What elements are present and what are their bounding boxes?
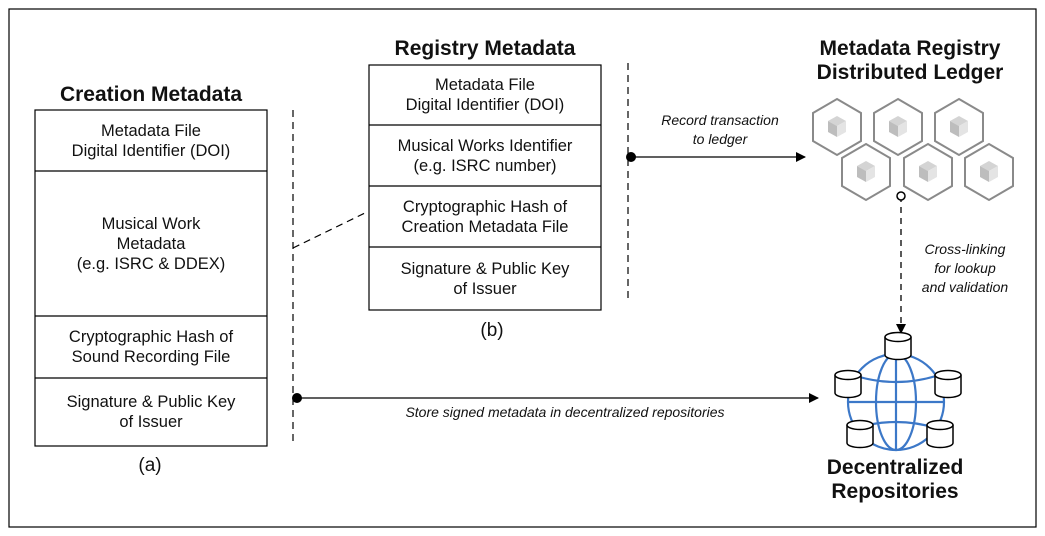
registry-row-doi: Metadata File Digital Identifier (DOI) <box>369 65 601 125</box>
repositories-title: Decentralized Repositories <box>800 456 990 504</box>
registry-row-signature: Signature & Public Key of Issuer <box>369 247 601 310</box>
registry-row-hash-line1: Cryptographic Hash of <box>402 197 568 216</box>
registry-table-frame <box>368 64 602 311</box>
creation-row-hash: Cryptographic Hash of Sound Recording Fi… <box>35 316 267 378</box>
creation-row-doi: Metadata File Digital Identifier (DOI) <box>35 110 267 171</box>
creation-row-musical-work-line1: Musical Work <box>101 214 201 233</box>
creation-row-signature: Signature & Public Key of Issuer <box>35 378 267 446</box>
registry-row-doi-line1: Metadata File <box>435 76 535 94</box>
repositories-title-line2: Repositories <box>831 480 959 503</box>
cross-linking-label: Cross-linking for lookup and validation <box>905 240 1025 297</box>
creation-caption: (a) <box>138 455 162 476</box>
creation-row-musical-work: Musical Work Metadata (e.g. ISRC & DDEX) <box>35 171 267 316</box>
record-transaction-label: Record transaction to ledger <box>640 111 800 149</box>
registry-row-works-id: Musical Works Identifier (e.g. ISRC numb… <box>369 125 601 186</box>
cross-linking-line3: and validation <box>921 279 1009 295</box>
outer-frame <box>8 8 1037 528</box>
ledger-title-line2: Distributed Ledger <box>816 61 1004 84</box>
registry-row-signature-line2: of Issuer <box>453 279 517 298</box>
registry-row-works-id-line2: (e.g. ISRC number) <box>413 156 557 175</box>
creation-row-hash-line1: Cryptographic Hash of <box>68 328 234 346</box>
registry-row-works-id-line1: Musical Works Identifier <box>397 136 573 155</box>
registry-row-hash-line2: Creation Metadata File <box>401 217 569 236</box>
ledger-blocks-icon <box>812 98 1014 201</box>
repositories-network-icon <box>834 331 962 452</box>
creation-metadata-title: Creation Metadata <box>59 83 243 106</box>
registry-row-signature-line1: Signature & Public Key <box>400 259 570 278</box>
cross-linking-line2: for lookup <box>934 260 996 276</box>
record-transaction-line2: to ledger <box>692 131 748 147</box>
creation-row-musical-work-line3: (e.g. ISRC & DDEX) <box>76 254 226 273</box>
creation-table-frame <box>34 109 268 447</box>
ledger-title-line1: Metadata Registry <box>819 37 1001 60</box>
creation-row-musical-work-line2: Metadata <box>116 234 186 253</box>
store-metadata-label: Store signed metadata in decentralized r… <box>405 404 725 420</box>
registry-row-doi-line2: Digital Identifier (DOI) <box>405 96 565 114</box>
creation-row-doi-line2: Digital Identifier (DOI) <box>71 141 231 160</box>
registry-row-hash: Cryptographic Hash of Creation Metadata … <box>369 186 601 247</box>
creation-row-doi-line1: Metadata File <box>101 121 201 140</box>
cross-linking-line1: Cross-linking <box>924 241 1006 257</box>
registry-metadata-title: Registry Metadata <box>394 37 576 60</box>
repositories-title-line1: Decentralized <box>826 456 964 479</box>
registry-caption: (b) <box>480 320 504 341</box>
ledger-title: Metadata Registry Distributed Ledger <box>790 37 1030 85</box>
ledger-link-port <box>896 191 906 201</box>
hash-cross-reference-line <box>292 211 368 249</box>
creation-row-hash-line2: Sound Recording File <box>71 348 231 366</box>
creation-row-signature-line1: Signature & Public Key <box>66 393 236 411</box>
creation-row-signature-line2: of Issuer <box>119 413 183 431</box>
record-transaction-line1: Record transaction <box>661 112 779 128</box>
